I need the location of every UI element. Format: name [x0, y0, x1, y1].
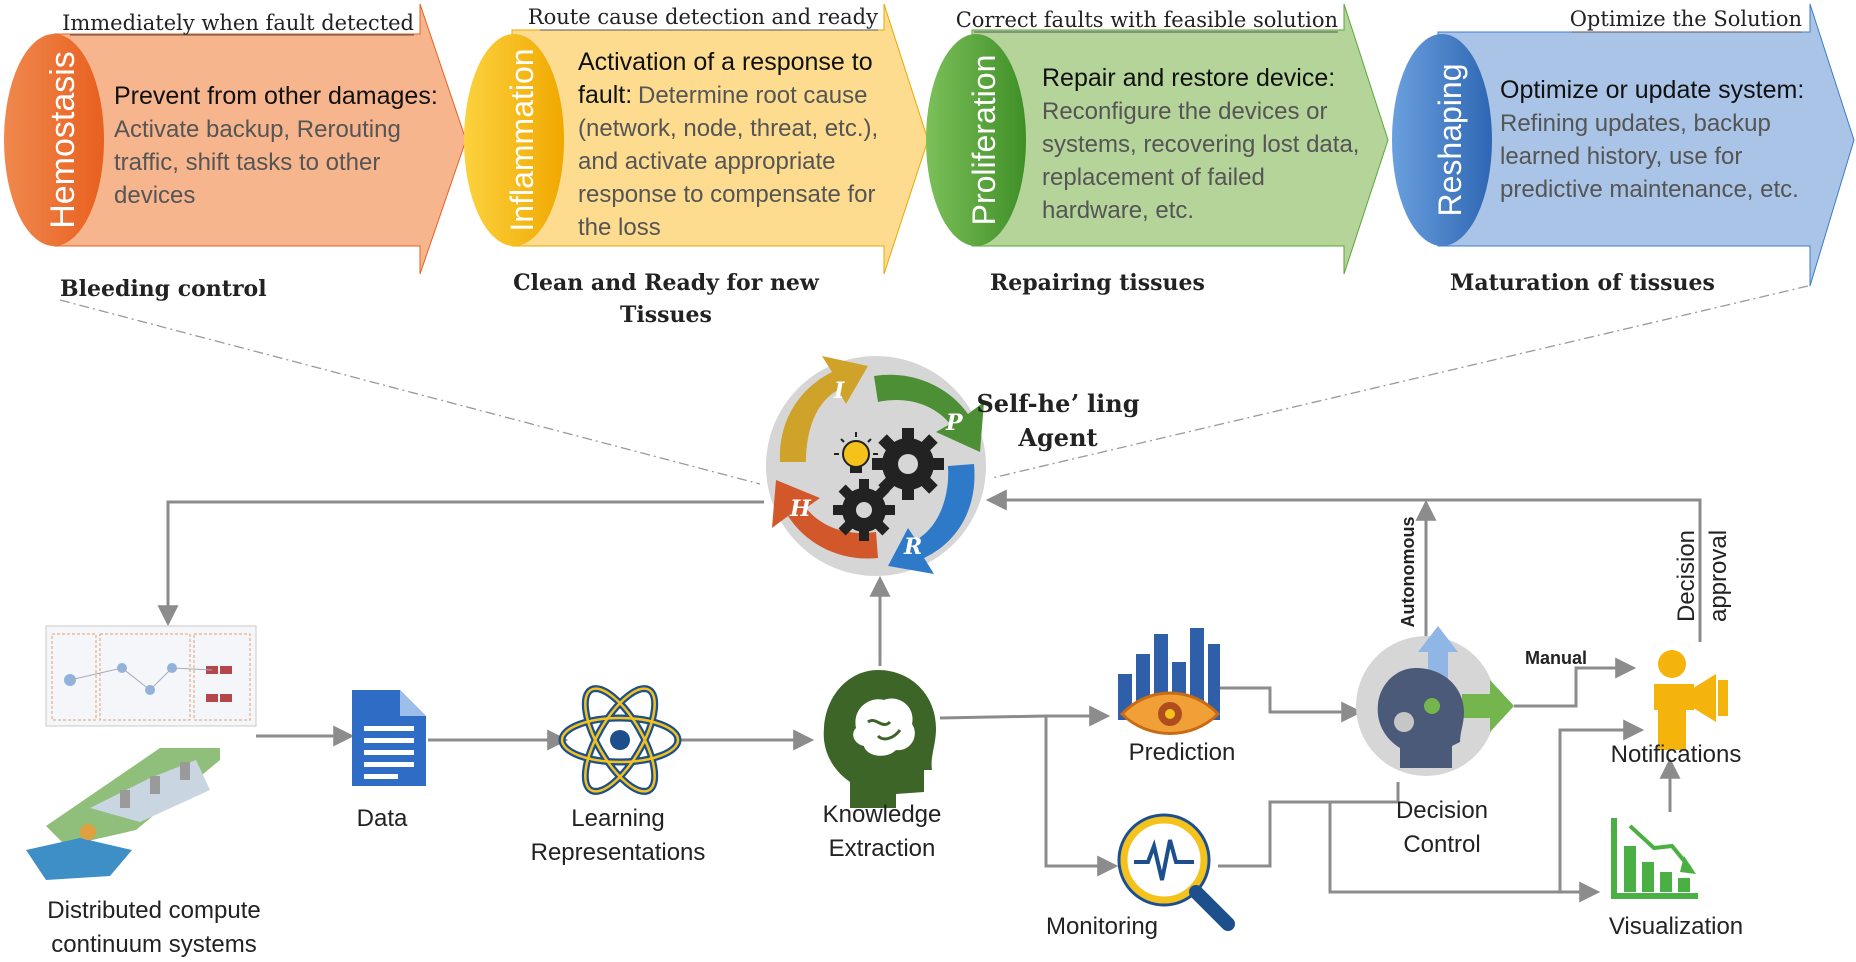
cycle-letter-h: H [789, 496, 812, 522]
stage-proliferation-oval [926, 34, 1026, 246]
label-manual: Manual [1525, 648, 1587, 668]
stage-hemostasis-body-1: Activate backup, Rerouting [114, 116, 401, 143]
guide-line-right [991, 285, 1809, 479]
stage-reshaping-name: Reshaping [1432, 64, 1468, 217]
stage-inflammation: Inflammation Route cause detection and r… [464, 3, 929, 328]
stage-inflammation-heading-2: fault: [578, 81, 632, 109]
stage-hemostasis-arrow [53, 3, 467, 275]
stage-inflammation-body-1: Determine root cause [638, 82, 867, 109]
connector-monitoring-to-visualization [1270, 800, 1601, 903]
distributed-systems-illustration [26, 625, 257, 880]
agent-label-line2: Agent [1017, 423, 1097, 452]
label-learning-2: Representations [531, 839, 706, 866]
label-distributed-2: continuum systems [51, 931, 256, 958]
cycle-letter-p: P [945, 410, 964, 436]
stage-hemostasis-body-3: devices [114, 182, 195, 209]
label-notifications: Notifications [1611, 741, 1742, 768]
stage-proliferation: Proliferation Correct faults with feasib… [926, 3, 1389, 296]
stage-inflammation-bottom-caption-2: Tissues [620, 302, 712, 328]
stage-inflammation-body-3: and activate appropriate [578, 148, 836, 175]
label-decision-approval-2: approval [1705, 530, 1732, 622]
stage-reshaping: Reshaping Optimize the Solution Optimize… [1392, 3, 1855, 296]
megaphone-icon [1654, 650, 1728, 750]
stage-hemostasis-oval [4, 34, 104, 246]
stage-inflammation-body-2: (network, node, threat, etc.), [578, 115, 878, 142]
label-visualization: Visualization [1609, 913, 1743, 940]
self-healing-agent: I P R H [766, 356, 1140, 576]
label-knowledge-2: Extraction [829, 835, 936, 862]
lightbulb-icon [834, 432, 878, 473]
label-monitoring: Monitoring [1046, 913, 1158, 940]
connector-knowledge-to-monitoring [1044, 716, 1119, 877]
label-decision-approval-1: Decision [1673, 530, 1700, 622]
connector-agent-to-systems [157, 500, 764, 627]
flow-connectors [157, 489, 1702, 903]
stage-reshaping-arrow [1437, 3, 1855, 287]
stage-proliferation-name: Proliferation [966, 55, 1002, 226]
stage-proliferation-body-1: Reconfigure the devices or [1042, 98, 1328, 125]
label-distributed-1: Distributed compute [47, 897, 260, 924]
visualization-icon [1611, 818, 1698, 899]
stage-reshaping-body-2: learned history, use for [1500, 143, 1742, 170]
atom-icon [558, 685, 682, 795]
cycle-arrow-i [779, 356, 868, 462]
stage-inflammation-bottom-caption-1: Clean and Ready for new [513, 270, 820, 296]
stage-proliferation-heading: Repair and restore device: [1042, 64, 1335, 92]
label-data: Data [357, 805, 408, 832]
stage-reshaping-bottom-caption: Maturation of tissues [1450, 270, 1715, 296]
connector-monitoring-to-decision [1218, 782, 1400, 868]
stage-inflammation-name: Inflammation [504, 48, 540, 231]
stage-inflammation-body-5: the loss [578, 214, 661, 241]
label-decision-1: Decision [1396, 797, 1488, 824]
prediction-icon [1118, 628, 1221, 735]
stage-inflammation-body-4: response to compensate for [578, 181, 876, 208]
cycle-letter-r: R [903, 534, 922, 560]
connector-decision-manual [1514, 657, 1637, 708]
label-prediction: Prediction [1129, 739, 1236, 766]
gear-icon [833, 479, 895, 541]
document-icon [352, 690, 426, 786]
label-autonomous: Autonomous [1398, 517, 1418, 628]
stage-reshaping-body-3: predictive maintenance, etc. [1500, 176, 1799, 203]
stage-proliferation-bottom-caption: Repairing tissues [990, 270, 1205, 296]
cycle-letter-i: I [833, 378, 845, 404]
connector-decision-to-visualization [1558, 719, 1645, 892]
connector-approval-to-agent [985, 489, 1702, 642]
stage-proliferation-body-3: replacement of failed [1042, 164, 1265, 191]
stage-reshaping-top-caption: Optimize the Solution [1570, 7, 1802, 31]
stage-reshaping-heading: Optimize or update system: [1500, 76, 1804, 104]
stage-reshaping-oval [1392, 34, 1492, 246]
agent-label-line1: Self-heʼ ling [976, 389, 1139, 418]
label-knowledge-1: Knowledge [823, 801, 942, 828]
cycle-arrow-p [874, 374, 984, 452]
label-learning-1: Learning [571, 805, 664, 832]
stage-hemostasis: Hemostasis Immediately when fault detect… [4, 3, 467, 302]
label-decision-2: Control [1403, 831, 1480, 858]
stage-proliferation-top-caption: Correct faults with feasible solution [956, 8, 1338, 32]
stage-hemostasis-bottom-caption: Bleeding control [60, 276, 267, 302]
connector-knowledge-to-prediction [939, 705, 1111, 727]
stage-proliferation-body-2: systems, recovering lost data, [1042, 131, 1359, 158]
stage-hemostasis-heading: Prevent from other damages: [114, 82, 438, 110]
cycle-arrow-r [888, 464, 975, 574]
decision-control-icon [1356, 626, 1514, 776]
guide-line-left [59, 299, 761, 485]
stage-inflammation-arrow [511, 3, 929, 275]
stage-proliferation-body-4: hardware, etc. [1042, 197, 1194, 224]
stage-reshaping-body-1: Refining updates, backup [1500, 110, 1771, 137]
monitoring-icon [1117, 813, 1235, 931]
cycle-arrow-h [772, 480, 878, 559]
stage-inflammation-heading-1: Activation of a response to [578, 48, 873, 76]
brain-head-icon [823, 670, 936, 808]
stage-hemostasis-body-2: traffic, shift tasks to other [114, 149, 380, 176]
stage-hemostasis-top-caption: Immediately when fault detected [62, 11, 414, 35]
stage-hemostasis-name: Hemostasis [44, 51, 82, 229]
stage-inflammation-oval [464, 34, 564, 246]
connector-prediction-to-decision [1214, 686, 1363, 723]
stage-proliferation-arrow [971, 3, 1389, 275]
gear-icon [872, 428, 944, 500]
stage-inflammation-top-caption: Route cause detection and ready [528, 5, 878, 29]
